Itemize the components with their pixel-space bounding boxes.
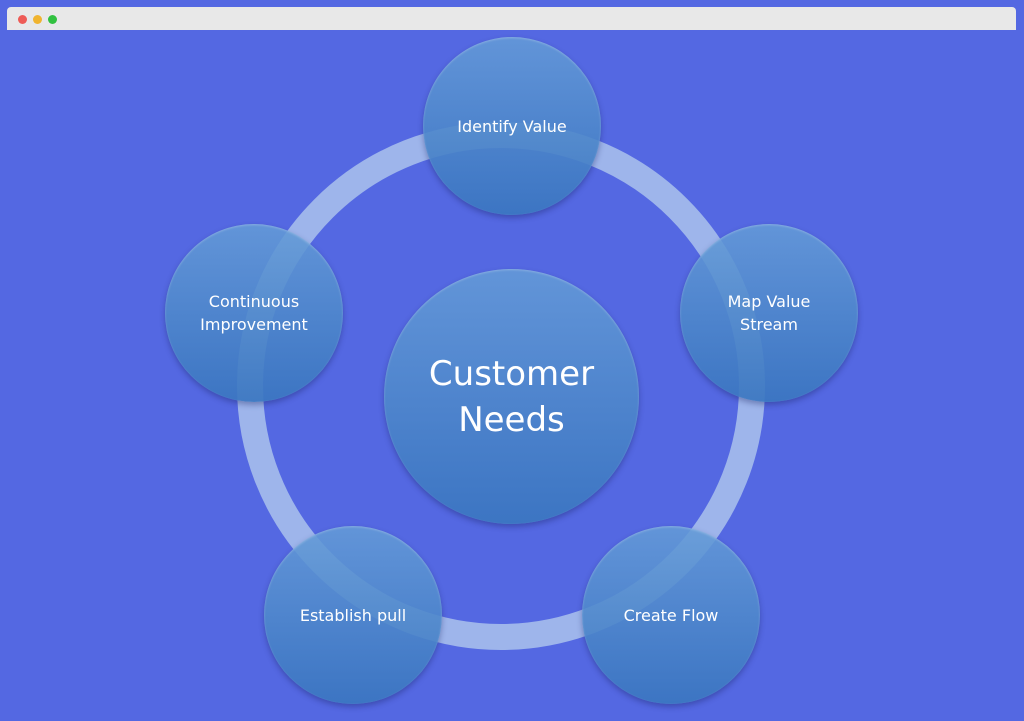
node-continuous-improvement: Continuous Improvement	[165, 224, 343, 402]
window-titlebar	[7, 7, 1016, 30]
node-map-value-stream: Map Value Stream	[680, 224, 858, 402]
minimize-window-button[interactable]	[33, 15, 42, 24]
node-create-flow: Create Flow	[582, 526, 760, 704]
close-window-button[interactable]	[18, 15, 27, 24]
node-identify-value: Identify Value	[423, 37, 601, 215]
node-establish-pull: Establish pull	[264, 526, 442, 704]
maximize-window-button[interactable]	[48, 15, 57, 24]
center-node-customer-needs: Customer Needs	[384, 269, 639, 524]
